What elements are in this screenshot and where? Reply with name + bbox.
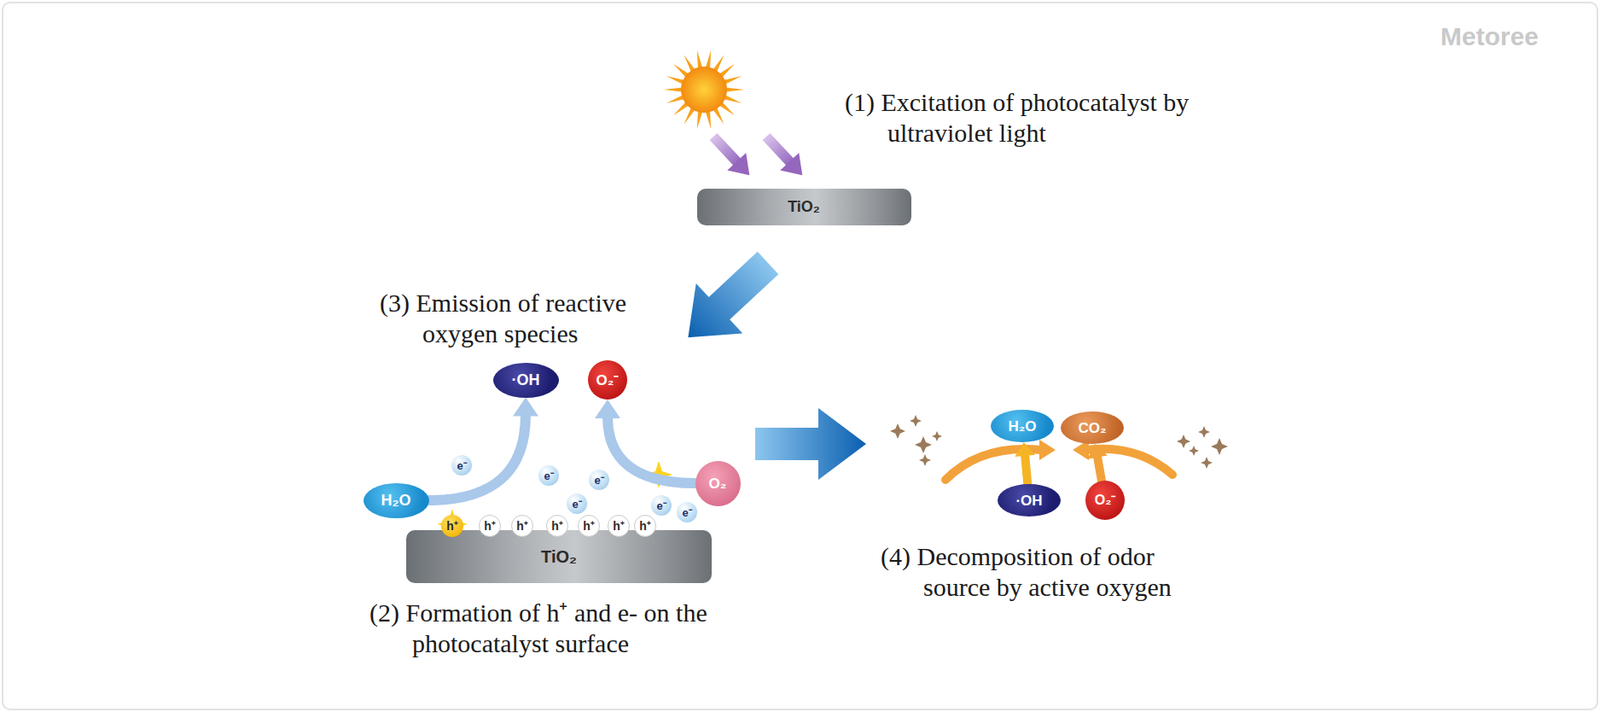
odor-particle [1200,456,1213,469]
arrow-head [1087,443,1108,460]
node-text: TiO₂ [541,547,577,565]
electron-dot: e⁻ [651,494,672,516]
process-arrow [755,407,867,480]
node-text: h⁺ [516,519,529,532]
arrow-line [429,414,527,501]
molecule-oval: H₂O [990,409,1054,443]
electron-dot: e⁻ [676,501,698,523]
hole-dot: h⁺ [546,514,569,537]
node-text: h⁺ [582,519,595,532]
electron-dot: e⁻ [566,493,588,514]
hole-dot: h⁺ [441,514,464,537]
process-arrow [664,238,792,363]
arrow-line [1097,455,1102,482]
sun-ray [663,87,684,93]
decomposition-arrow [945,439,1173,480]
radical-circle: O₂⁻ [1085,480,1125,520]
hole-dot: h⁺ [634,514,657,537]
catalyst-bar: TiO₂ [406,529,712,583]
node-text: TiO₂ [787,198,821,215]
node-text: O₂⁻ [596,372,620,388]
radical-circle: O₂⁻ [587,360,628,400]
hole-dot: h⁺ [511,514,534,537]
step-label: (1) Excitation of photocatalyst by ultra… [844,87,1212,149]
electron-dot: e⁻ [451,454,472,476]
odor-particle [1176,434,1191,448]
node-text: e⁻ [543,470,553,482]
node-text: e⁻ [681,506,692,518]
odor-particle [931,430,943,442]
node-text: e⁻ [571,498,582,510]
node-text: ·OH [512,372,541,388]
odor-particle [914,436,932,454]
node-text: O₂ [709,476,728,491]
node-text: H₂O [381,492,412,508]
step-label: (2) Formation of h⁺ and e- on the photoc… [369,597,728,659]
molecule-oval: H₂O [363,482,430,518]
sun-ray [724,87,745,93]
reaction-arrow [594,399,696,483]
node-text: e⁻ [456,459,466,472]
odor-particle [890,423,906,439]
radical-oval: ·OH [997,483,1061,517]
odor-particles [890,414,1228,469]
node-text: O₂⁻ [1094,493,1117,507]
odor-particle [919,453,931,466]
catalyst-bar: TiO₂ [697,188,912,226]
node-text: h⁺ [612,519,625,532]
step-label: (3) Emission of reactive oxygen species [379,287,687,350]
node-text: h⁺ [446,519,459,532]
hole-dot: h⁺ [478,514,501,537]
node-text: h⁺ [551,519,564,532]
molecule-oval: CO₂ [1060,411,1124,444]
arrow-head [512,397,539,417]
node-text: h⁺ [639,519,652,532]
arrow-head [594,399,621,419]
sun-icon [663,50,745,130]
node-text: e⁻ [656,500,666,512]
uv-arrow [704,128,759,185]
node-text: CO₂ [1077,420,1106,436]
node-text: ·OH [1015,493,1042,508]
uv-arrow [756,128,812,185]
molecule-circle: O₂ [695,460,741,507]
odor-particle [1210,437,1228,455]
hole-dot: h⁺ [607,514,630,537]
odor-particle [1198,425,1211,438]
arrow-head [1014,442,1036,457]
watermark: Metoree [1440,22,1539,52]
reaction-arrow [1014,442,1036,484]
electron-dot: e⁻ [588,469,610,490]
node-text: h⁺ [483,519,496,532]
odor-particle [909,414,922,427]
electron-dot: e⁻ [538,465,559,486]
reaction-arrow [1087,443,1108,481]
arrow-line [1024,453,1028,484]
node-text: H₂O [1007,418,1036,434]
step-label: (4) Decomposition of odor source by acti… [880,541,1222,603]
odor-particle [1188,445,1199,456]
node-text: e⁻ [593,474,604,486]
arrow-line [607,416,696,483]
hole-dot: h⁺ [577,514,600,537]
radical-oval: ·OH [493,362,559,398]
reaction-arrow [429,397,540,501]
